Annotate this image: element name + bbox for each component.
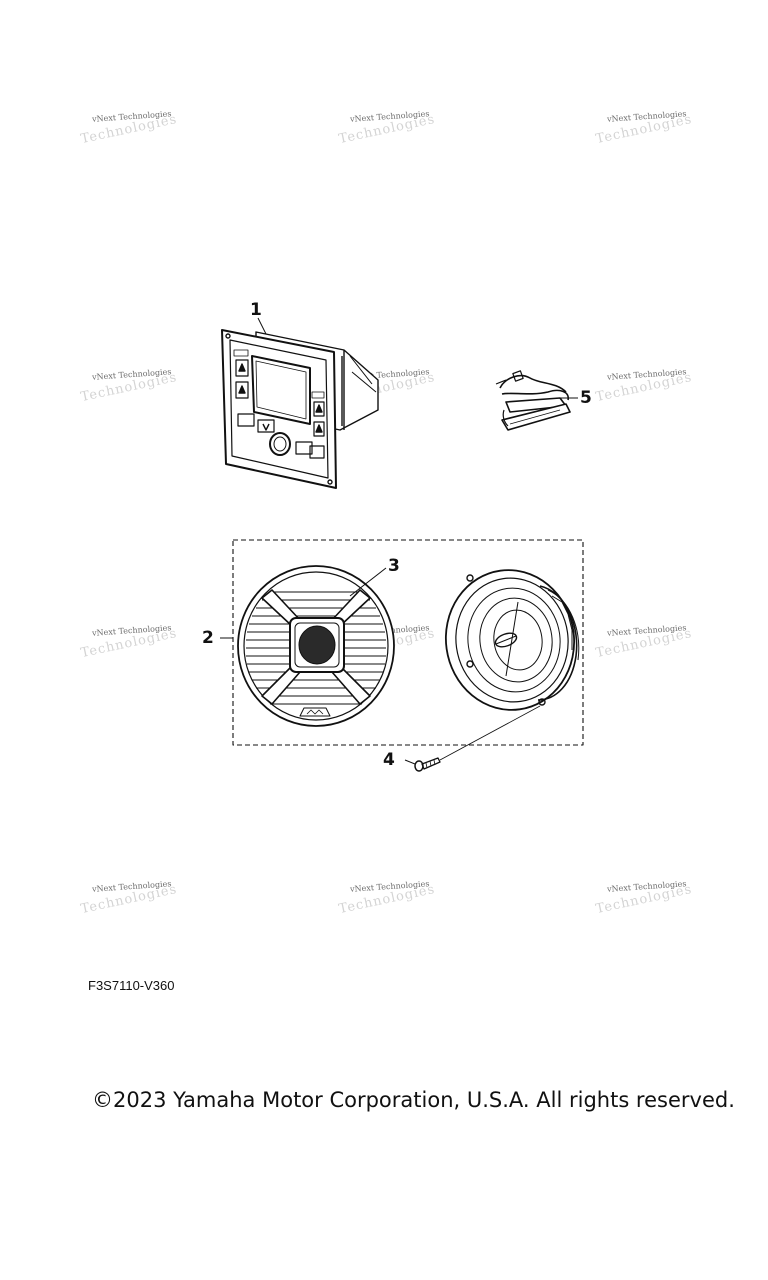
callout-1: 1 (250, 300, 262, 320)
callout-3: 3 (388, 556, 400, 576)
stereo-head-unit (221, 317, 379, 489)
copyright-notice: ©2023 Yamaha Motor Corporation, U.S.A. A… (92, 1088, 735, 1112)
kit-boundary (232, 539, 584, 746)
callout-4: 4 (383, 750, 395, 770)
callout-2: 2 (202, 628, 214, 648)
speaker-body (444, 569, 580, 711)
wire-harness (495, 370, 578, 431)
screw (404, 705, 541, 772)
speaker-grille (237, 565, 395, 727)
drawing-code: F3S7110-V360 (88, 978, 175, 993)
callout-5: 5 (580, 388, 592, 408)
